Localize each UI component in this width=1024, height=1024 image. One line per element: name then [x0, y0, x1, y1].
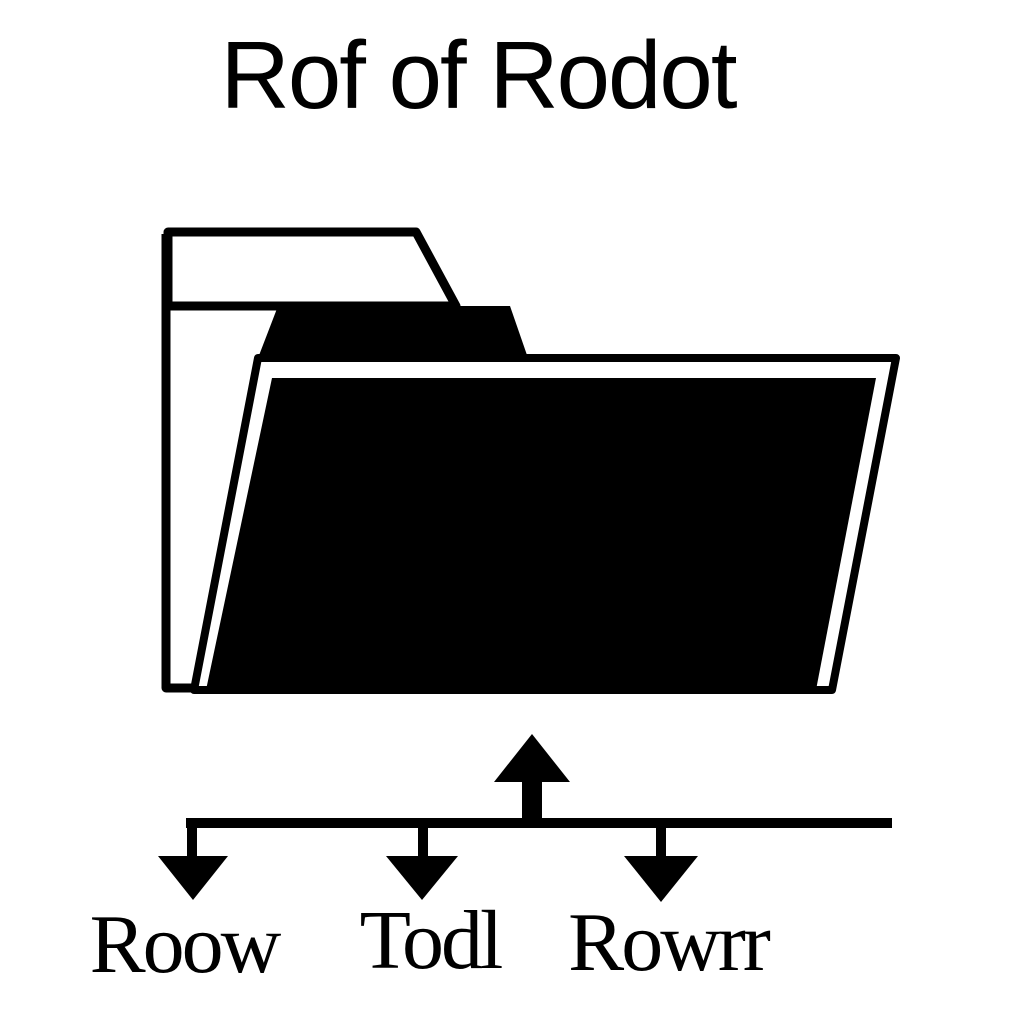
folder-inner-tab — [258, 306, 528, 358]
arrow-down-icon — [624, 820, 698, 902]
folder-front-outline — [190, 354, 900, 694]
branch-label: Todl — [360, 894, 502, 987]
diagram-title: Rof of Rodot — [221, 22, 737, 129]
arrow-down-icon — [158, 820, 228, 900]
folder-front-fill — [206, 378, 876, 690]
folder-icon — [161, 227, 900, 694]
folder-back-side — [161, 234, 194, 693]
branch-label: Rowrr — [568, 896, 771, 989]
arrow-down-icon — [386, 820, 458, 900]
folder-back-panel — [163, 227, 461, 311]
connector-line — [186, 818, 892, 828]
arrow-up-icon — [494, 734, 570, 820]
branch-label: Roow — [90, 898, 282, 991]
